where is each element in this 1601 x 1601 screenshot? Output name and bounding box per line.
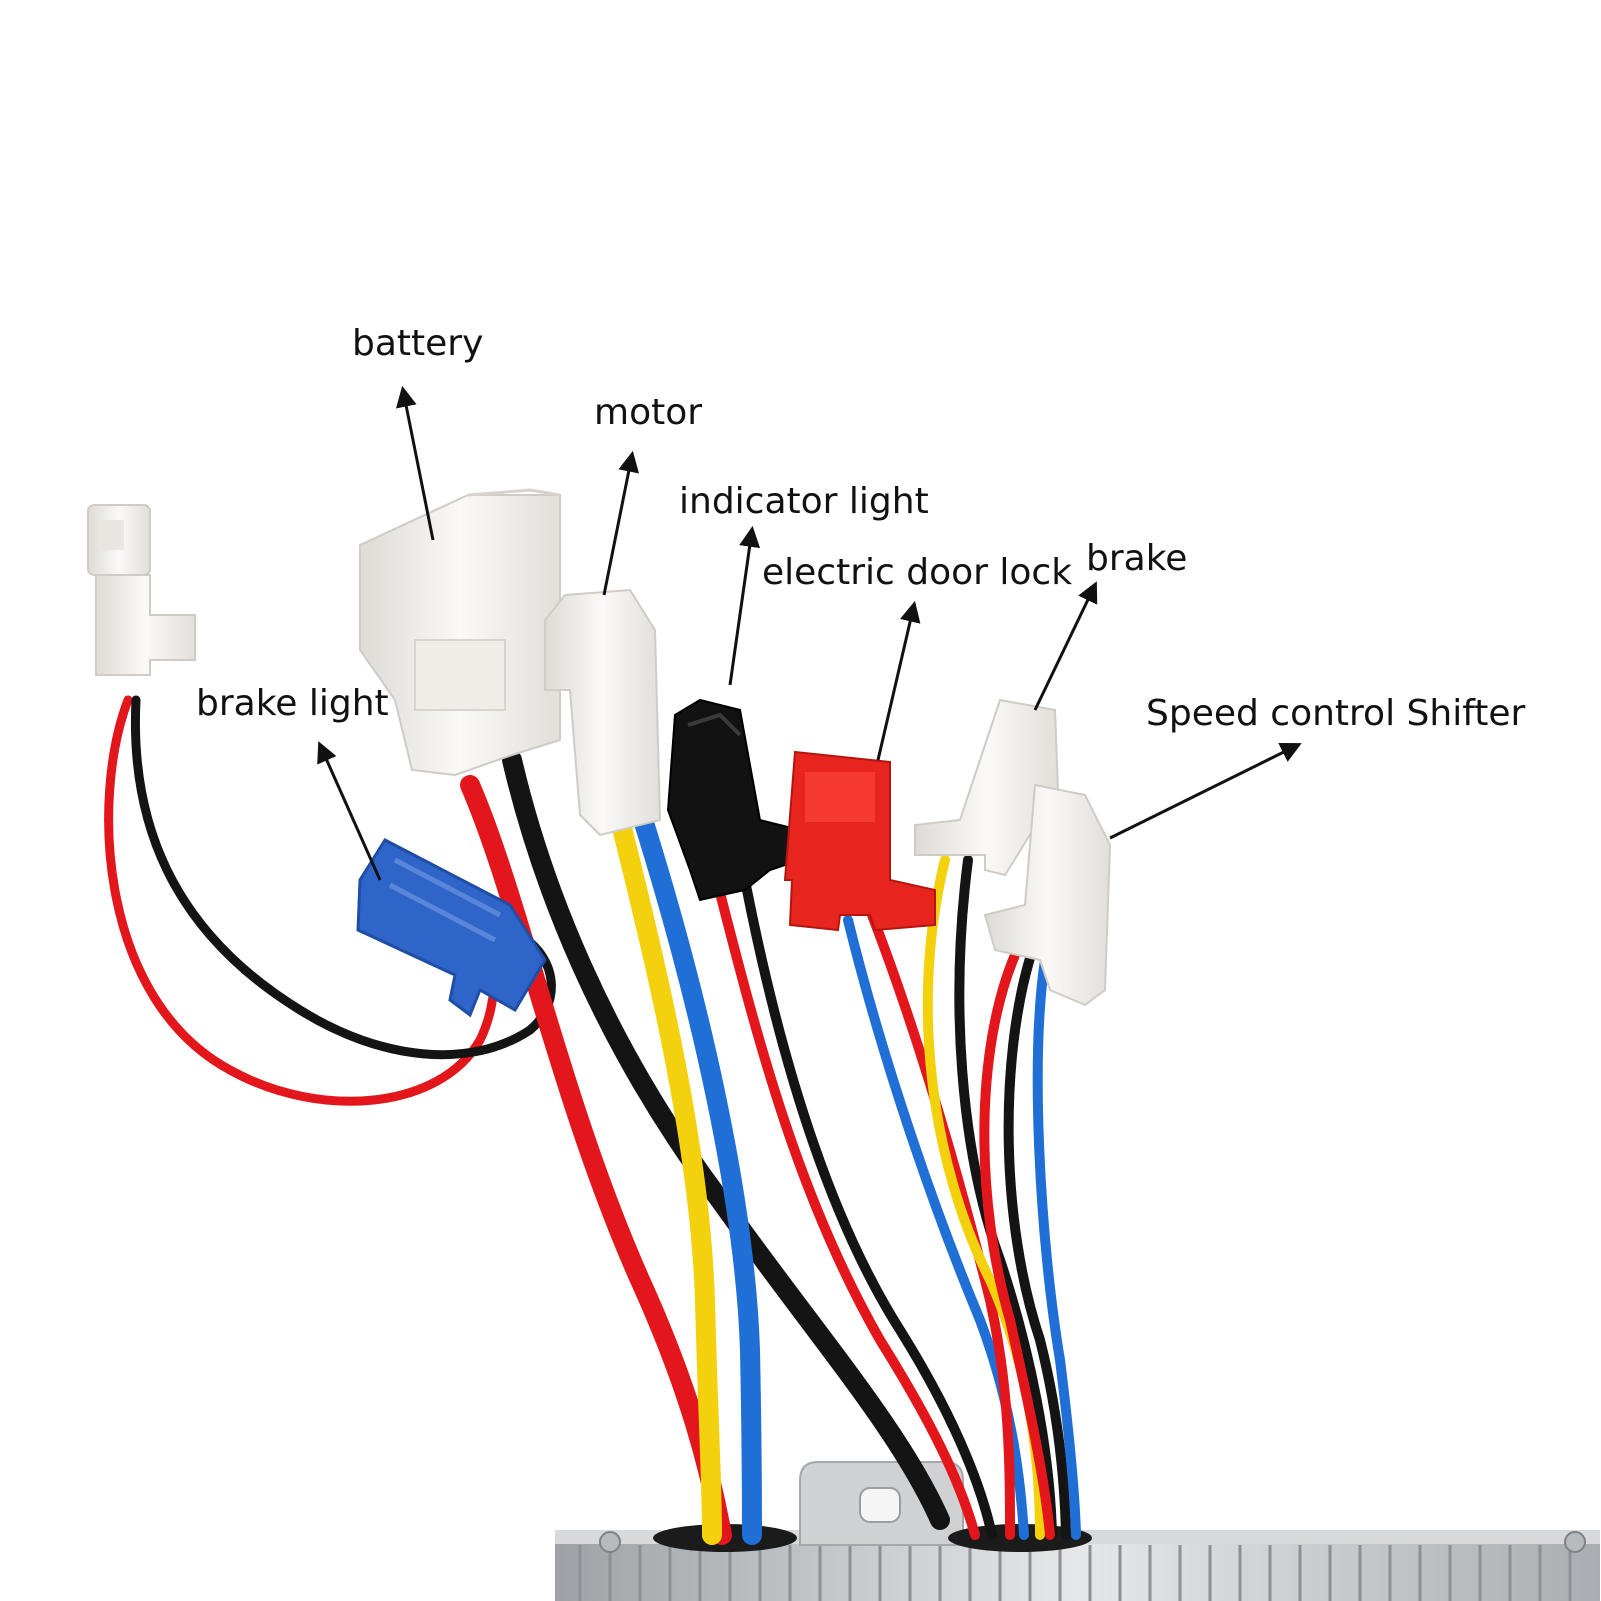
shifter-wire-black (1003, 953, 1071, 1540)
label-battery: battery (352, 323, 483, 364)
label-electric-door-lock: electric door lock (762, 552, 1072, 593)
battery-white-connector (359, 488, 561, 777)
indicator-wire-black (740, 875, 997, 1540)
motor-white-connector (544, 588, 662, 837)
door-lock-wire-blue (843, 915, 1029, 1540)
motor-wire-blue (630, 800, 762, 1545)
callout-arrows (317, 385, 1302, 881)
label-brake-light: brake light (196, 683, 389, 724)
shifter-white-connector (983, 783, 1112, 1007)
shifter-arrow (1109, 743, 1302, 840)
indicator-wire-red (713, 880, 980, 1540)
label-speed-control-shifter: Speed control Shifter (1146, 693, 1526, 734)
shifter-wire-blue (1032, 955, 1081, 1540)
label-indicator-light: indicator light (679, 481, 929, 522)
wire-bundle (104, 695, 1081, 1545)
brake-light-white-connector (87, 504, 196, 676)
label-brake: brake (1086, 538, 1187, 579)
indicator-black-connector (666, 698, 801, 902)
door-lock-arrow (876, 600, 921, 761)
label-motor: motor (594, 392, 702, 433)
brake-white-connector (914, 698, 1060, 877)
indicator-light-arrow (728, 525, 761, 686)
motor-wire-yellow (610, 810, 722, 1545)
door-lock-red-connector (783, 750, 936, 932)
brake-arrow (1033, 581, 1098, 711)
motor-arrow (602, 450, 640, 596)
battery-wire-black (502, 750, 950, 1530)
brake-light-arrow (317, 741, 382, 881)
brake-light-blue-connector (356, 838, 547, 1018)
shifter-wire-red (979, 950, 1055, 1540)
battery-arrow (395, 385, 435, 541)
